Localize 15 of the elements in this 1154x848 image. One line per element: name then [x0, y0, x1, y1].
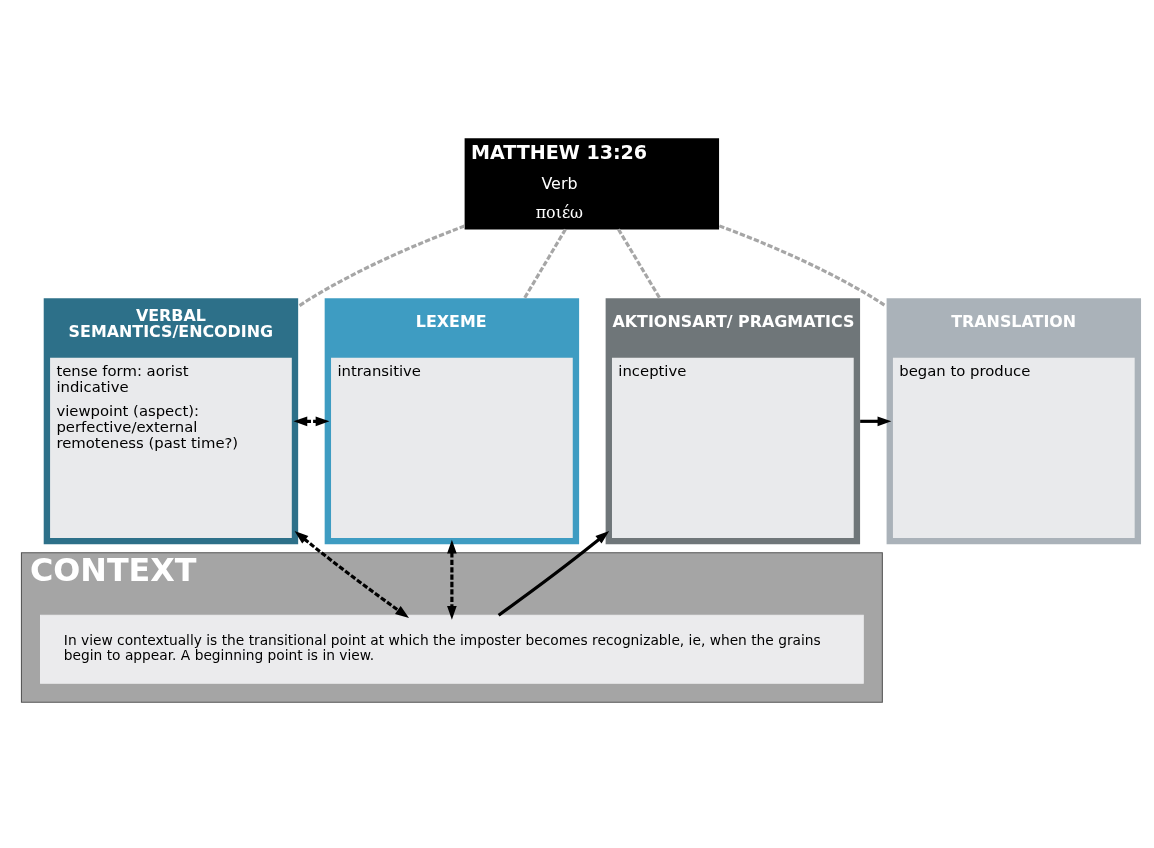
node-box: LEXEME intransitive	[324, 297, 580, 544]
node-box: AKTIONSART/ PRAGMATICS inceptive	[605, 297, 861, 544]
arrow	[294, 530, 410, 618]
node-box: TRANSLATION began to produce	[886, 297, 1142, 544]
connector	[523, 228, 567, 299]
arrow	[293, 415, 330, 426]
arrow	[860, 415, 892, 426]
node-box: In view contextually is the transitional point at which the imposter becomes recognizable, ie, when the grains begin to appear. A beginning point is in view.	[40, 614, 864, 684]
arrow	[447, 539, 457, 620]
node-box: VERBAL SEMANTICS/ENCODING tense form: aorist indicative viewpoint (aspect): perfective/external remoteness (past time?)	[43, 297, 299, 544]
arrow	[497, 530, 610, 616]
connector	[297, 224, 466, 308]
connector	[617, 228, 661, 299]
connector	[718, 223, 888, 308]
node-box: MATTHEW 13:26 Verb ποιέω	[464, 137, 720, 229]
